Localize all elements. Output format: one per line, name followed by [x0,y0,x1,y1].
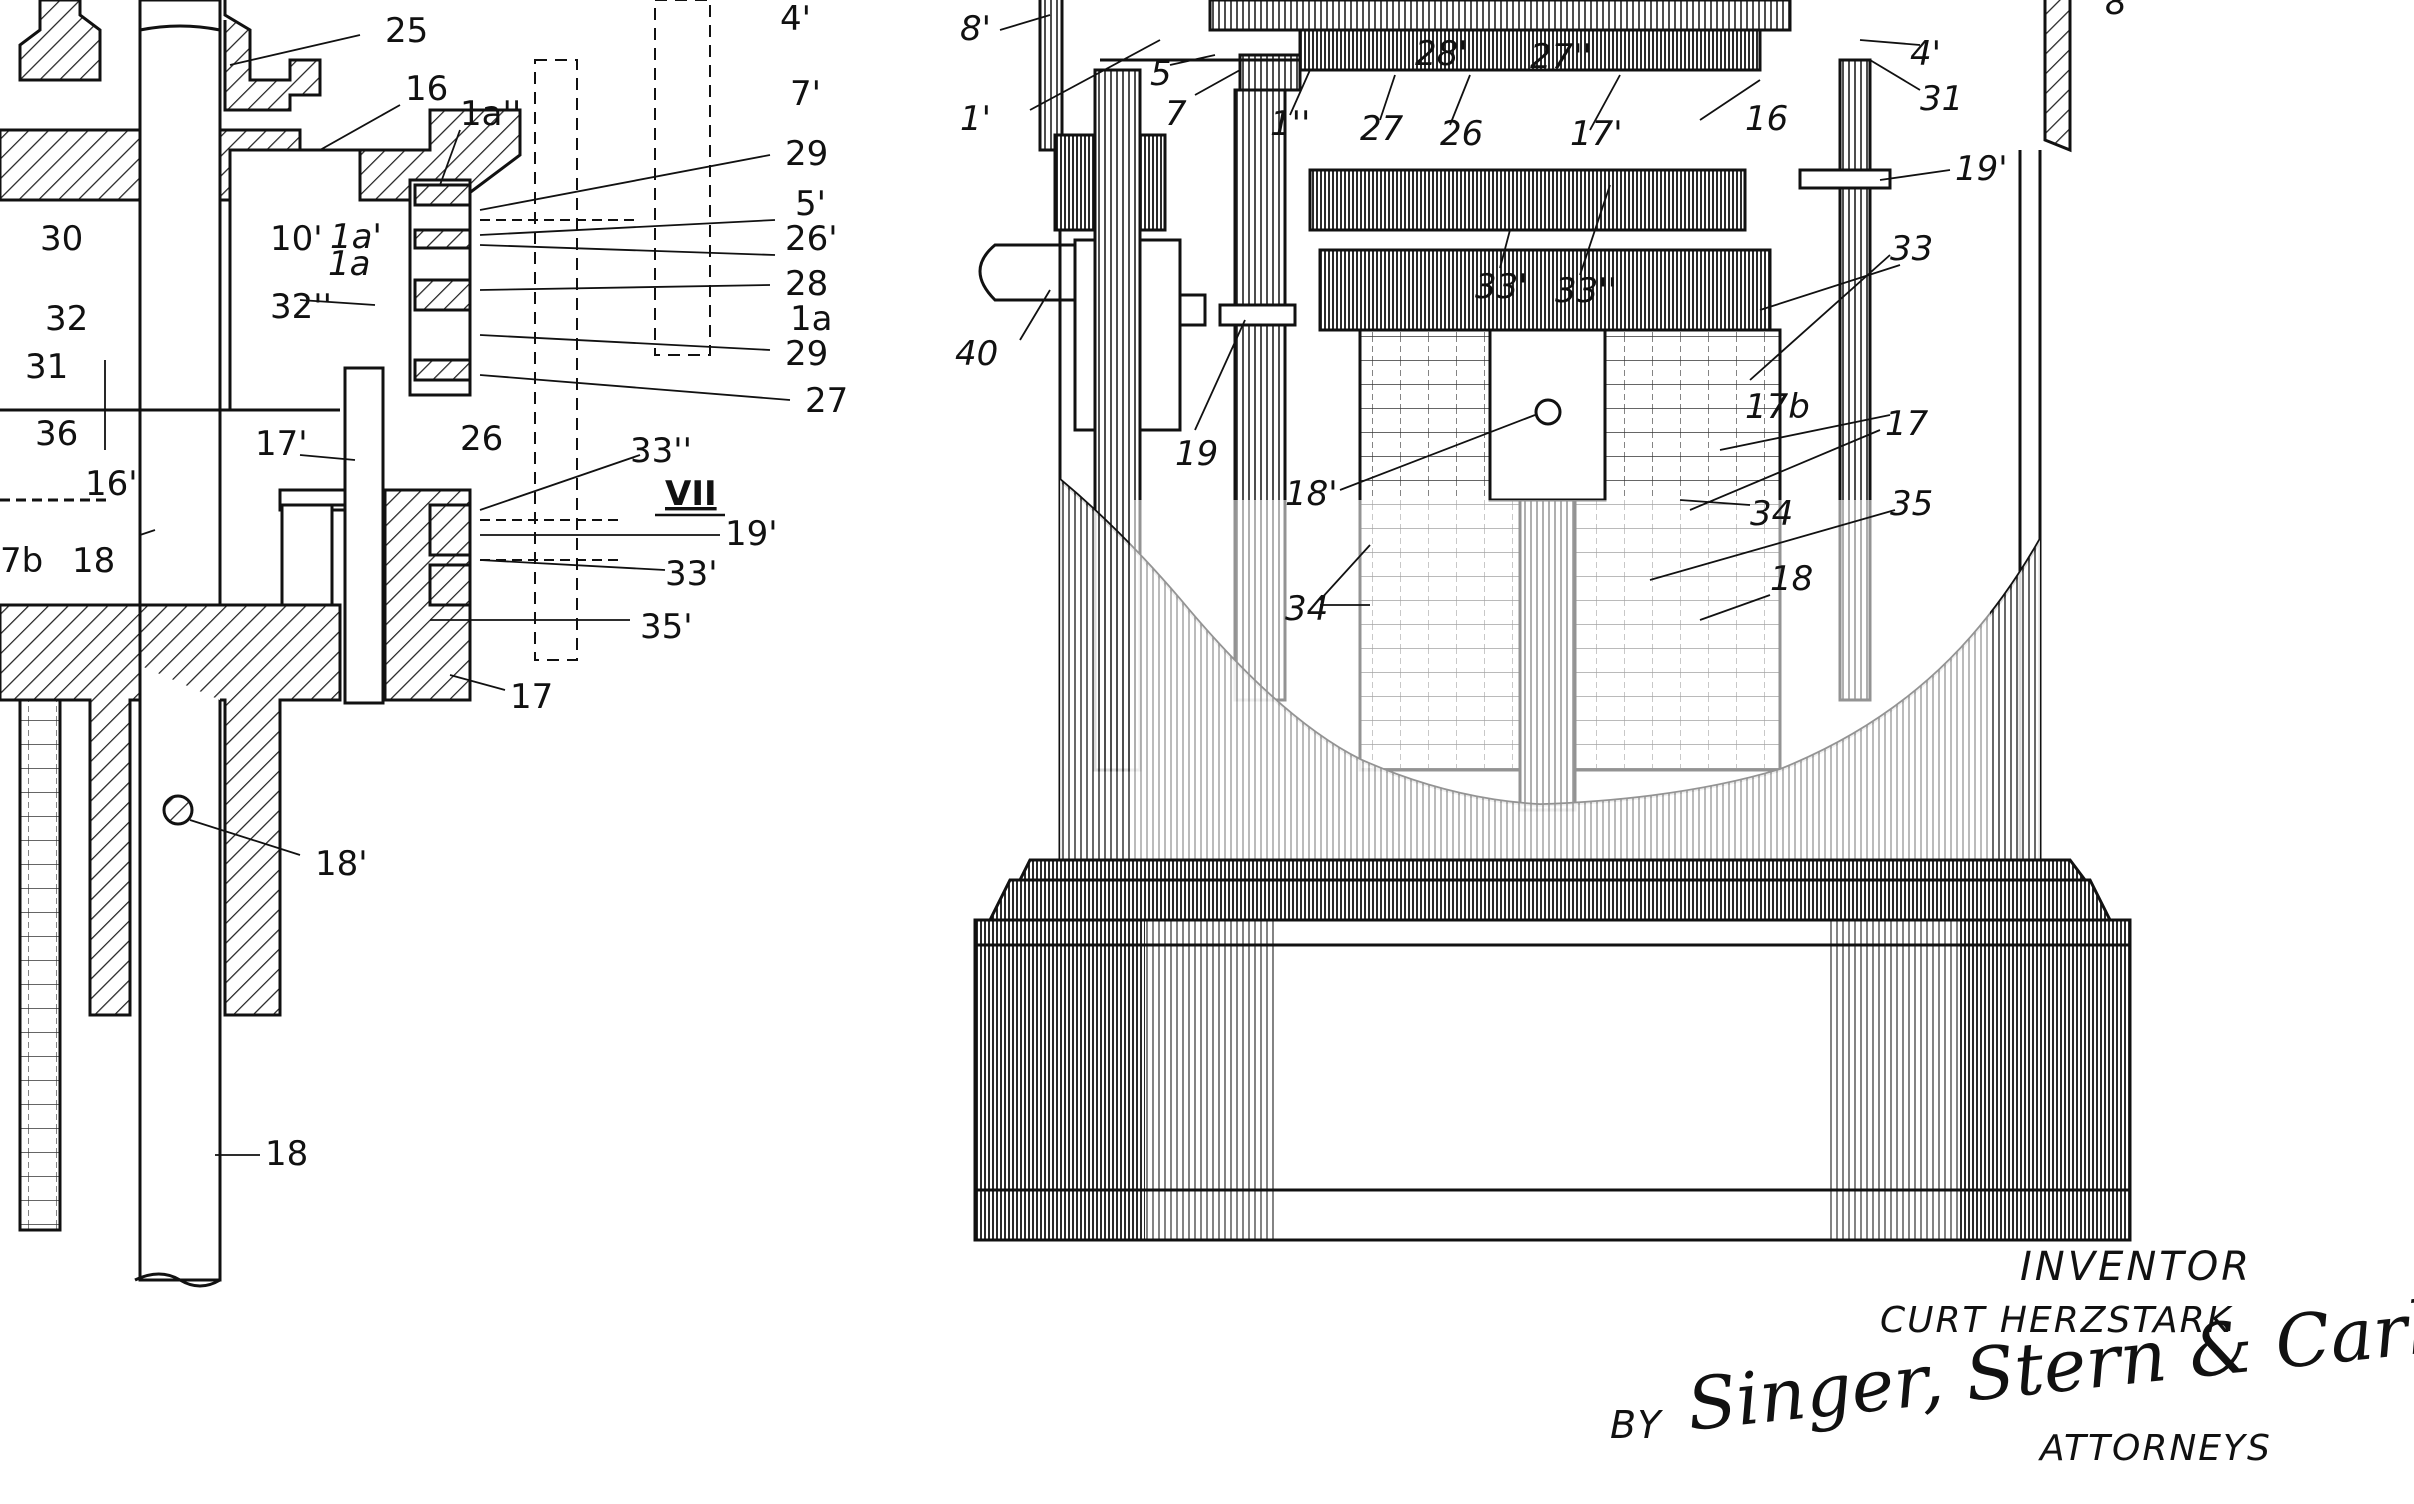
ref-label: VII [665,474,717,514]
ref-label: 7 [1165,94,1187,134]
ref-label: 31 [25,347,68,387]
ref-label: 5' [795,184,826,224]
ref-label: 1a' [330,217,382,257]
ref-label: 25 [385,11,428,51]
ref-label: 30 [40,219,83,259]
ref-label: 35 [1890,484,1933,524]
ref-label: 33'' [630,431,692,471]
ref-label: 27'' [1530,37,1592,77]
ref-label: 29 [785,334,828,374]
ref-label: 16 [1745,99,1788,139]
attorneys-label: ATTORNEYS [2038,1428,2272,1469]
ref-label: 5 [1150,54,1172,94]
ref-label: 34 [1285,589,1328,629]
ref-label: 7' [790,74,821,114]
ref-label: 8' [960,9,991,49]
ref-label: 8 [2105,0,2127,23]
ref-label: 19' [1955,149,2008,189]
ref-label: 17b [1745,387,1810,427]
ref-label: 27 [805,381,848,421]
sectional-view-figure [0,0,791,1288]
ref-label: 17 [510,677,553,717]
ref-label: 31 [1920,79,1963,119]
ref-label: 18 [72,541,115,581]
ref-label: 1a'' [460,94,521,134]
ref-label: 33' [1475,267,1528,307]
inventor-name: CURT HERZSTARK [1880,1300,2233,1341]
ref-label: 7b [0,541,43,581]
ref-label: 28 [785,264,828,304]
ref-label: 17' [1570,114,1623,154]
ref-label: 17 [1885,404,1929,444]
ref-label: 16' [85,464,138,504]
ref-label: 18 [265,1134,308,1174]
ref-label: 18' [1285,474,1338,514]
ref-label: 33'' [1555,271,1617,311]
ref-label: 26' [785,219,838,259]
inventor-heading: INVENTOR [2020,1244,2252,1290]
ref-label: 19 [1175,434,1218,474]
ref-label: 33 [1890,229,1933,269]
ref-label: 1' [960,99,991,139]
ref-label: 18' [315,844,368,884]
ref-label: 18 [1770,559,1813,599]
ref-label: 1a [790,299,832,339]
ref-label: 29 [785,134,828,174]
ref-label: 17' [255,424,308,464]
ref-label: 36 [35,414,78,454]
ref-label: 4' [780,0,811,39]
ref-label: 4' [1910,34,1941,74]
ref-label: 32'' [270,287,332,327]
ref-label: 19' [725,514,778,554]
ref-label: 16 [405,69,448,109]
ref-label: 34 [1750,494,1793,534]
ref-label: 32 [45,299,88,339]
ref-label: 40 [955,334,998,374]
ref-label: 33' [665,554,718,594]
ref-label: 1a [328,244,370,284]
ref-label: 26 [460,419,503,459]
ref-label: 27 [1360,109,1404,149]
by-label: BY [1610,1403,1663,1447]
ref-label: 26 [1440,114,1483,154]
right-figure-labels: 8' 8 28' 27'' 4' 5 1' 7 1'' 27 26 17' 16… [955,0,2127,629]
ref-label: 1'' [1270,104,1310,144]
left-figure-labels: 25 4' 16 1a'' 7' 29 5' 30 10' 1a' 1a 26'… [0,0,848,1174]
ref-label: 28' [1415,34,1468,74]
ref-label: 10' [270,219,323,259]
elevation-view-figure [973,0,2132,1242]
ref-label: 35' [640,607,693,647]
